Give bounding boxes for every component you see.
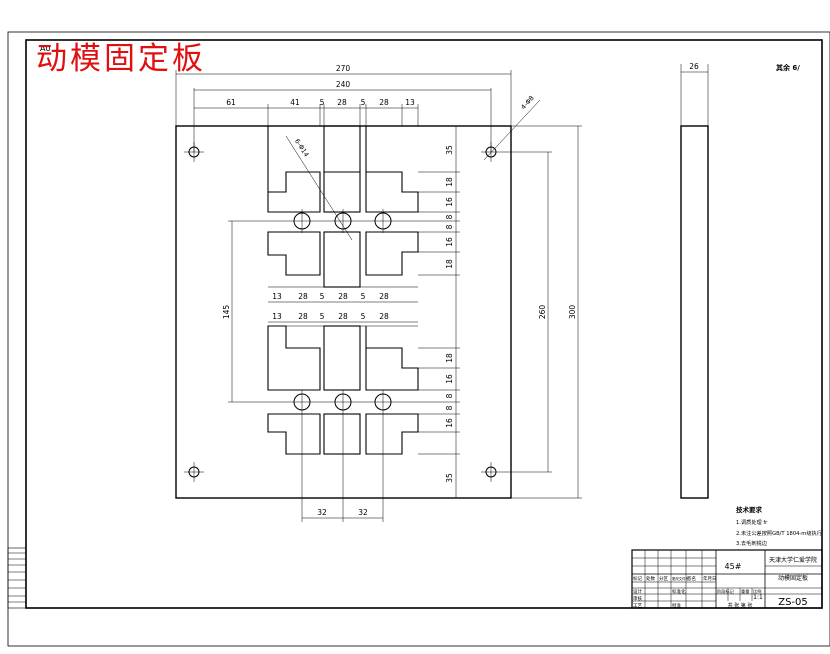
dimension-lines xyxy=(175,64,709,519)
dim-lowright-2: 16 xyxy=(445,374,454,384)
dim-mid-3: 5 xyxy=(320,292,325,301)
tb-role-3: 工艺 xyxy=(633,603,642,609)
tb-scale: 1:1 xyxy=(753,594,763,601)
dim-right-6: 16 xyxy=(445,237,454,247)
notes-line-2: 2.未注公差按照GB/T 1804-m级执行 xyxy=(736,529,822,537)
dim-top-2: 5 xyxy=(320,98,325,107)
dim-mid-1: 13 xyxy=(272,292,282,301)
pocket-row-top xyxy=(267,125,419,213)
dim-right-5: 8 xyxy=(445,224,454,229)
tb-role-2: 审核 xyxy=(633,595,642,602)
tb-header-1: 标记 xyxy=(633,575,642,582)
tb-header-4: 更改文件号 xyxy=(672,576,690,581)
dim-low-3: 5 xyxy=(320,312,325,321)
tb-role-5: 批准 xyxy=(672,602,681,609)
dim-low-1: 13 xyxy=(272,312,282,321)
dim-top-5: 28 xyxy=(379,98,389,107)
part-title-stamp: 动模固定板 xyxy=(36,41,206,77)
dim-mid-4: 28 xyxy=(338,292,348,301)
dim-low-2: 28 xyxy=(298,312,308,321)
dim-bottom-2: 32 xyxy=(358,508,368,517)
dim-mid-6: 28 xyxy=(379,292,389,301)
title-block xyxy=(631,549,823,609)
dim-lowright-3: 8 xyxy=(445,393,454,398)
dim-mid-2: 28 xyxy=(298,292,308,301)
tb-role-1: 设计 xyxy=(633,588,642,595)
tb-drawing-no: ZS-05 xyxy=(778,597,808,608)
title-block-text: 45# 天津大学仁爱学院 动模固定板 ZS-05 1:1 共 张 第 张 标记 … xyxy=(633,556,817,609)
dim-low-5: 5 xyxy=(361,312,366,321)
outer-border xyxy=(7,31,830,647)
dim-low-4: 28 xyxy=(338,312,348,321)
dim-mid-5: 5 xyxy=(361,292,366,301)
sheet-size-label: A0 xyxy=(40,44,51,53)
tb-sheet-count: 共 张 第 张 xyxy=(728,602,753,609)
dim-lowright-6: 35 xyxy=(445,473,454,483)
pocket-row-middle xyxy=(267,231,419,288)
notes-heading: 技术要求 xyxy=(736,505,763,514)
dim-top-1: 41 xyxy=(290,98,300,107)
notes-line-3: 3.去毛刺锐边 xyxy=(736,539,768,547)
tb-stage-2: 重量 xyxy=(741,588,749,595)
pocket-row-lower xyxy=(267,325,419,391)
dim-top-4: 5 xyxy=(361,98,366,107)
dim-right-2: 18 xyxy=(445,177,454,187)
dim-hole-span-x: 240 xyxy=(336,80,351,89)
dim-overall-height: 300 xyxy=(568,305,577,320)
technical-notes: 技术要求 1.调质处理 fr 2.未注公差按照GB/T 1804-m级执行 3.… xyxy=(736,505,822,547)
tb-material: 45# xyxy=(725,562,742,571)
tb-header-5: 签名 xyxy=(687,575,696,582)
dim-pin-holes: 6-Φ14 xyxy=(293,137,311,158)
dim-top-6: 13 xyxy=(405,98,415,107)
inner-border xyxy=(25,39,823,609)
plate-side-view xyxy=(680,125,709,499)
dim-lowright-1: 18 xyxy=(445,353,454,363)
dim-right-4: 8 xyxy=(445,214,454,219)
dimension-text: 270 240 61 41 5 28 5 28 13 13 28 5 28 5 … xyxy=(226,62,699,517)
dim-left-offset: 61 xyxy=(226,98,236,107)
binding-strip xyxy=(7,547,27,609)
dim-corner-hole: 4-Φ8 xyxy=(519,94,535,111)
dimension-text-rotated: 145 260 300 35 18 16 8 8 16 18 18 16 8 8… xyxy=(222,94,577,483)
dim-side-thickness: 26 xyxy=(689,62,699,71)
dim-top-3: 28 xyxy=(337,98,347,107)
dim-right-3: 16 xyxy=(445,197,454,207)
tb-role-4: 标准化 xyxy=(672,588,686,595)
dim-lowright-5: 16 xyxy=(445,418,454,428)
dim-hole-span-y: 145 xyxy=(222,305,231,320)
dim-lowright-4: 8 xyxy=(445,405,454,410)
roughness-label: 其余 6/ xyxy=(776,63,800,72)
tb-header-2: 处数 xyxy=(646,575,655,582)
tb-header-3: 分区 xyxy=(659,575,668,582)
dim-low-6: 28 xyxy=(379,312,389,321)
dim-right-7: 18 xyxy=(445,259,454,269)
tb-part-name: 动模固定板 xyxy=(778,574,808,582)
dim-bottom-1: 32 xyxy=(317,508,327,517)
tb-stage-1: 阶段标记 xyxy=(717,588,735,595)
dim-overall-width: 270 xyxy=(336,64,351,73)
dim-right-1: 35 xyxy=(445,145,454,155)
tb-header-6: 年月日 xyxy=(703,575,717,582)
tb-school: 天津大学仁爱学院 xyxy=(769,556,817,564)
tb-stage-3: 比例 xyxy=(753,588,761,595)
notes-line-1: 1.调质处理 fr xyxy=(736,518,768,526)
dim-inner-height: 260 xyxy=(538,305,547,320)
